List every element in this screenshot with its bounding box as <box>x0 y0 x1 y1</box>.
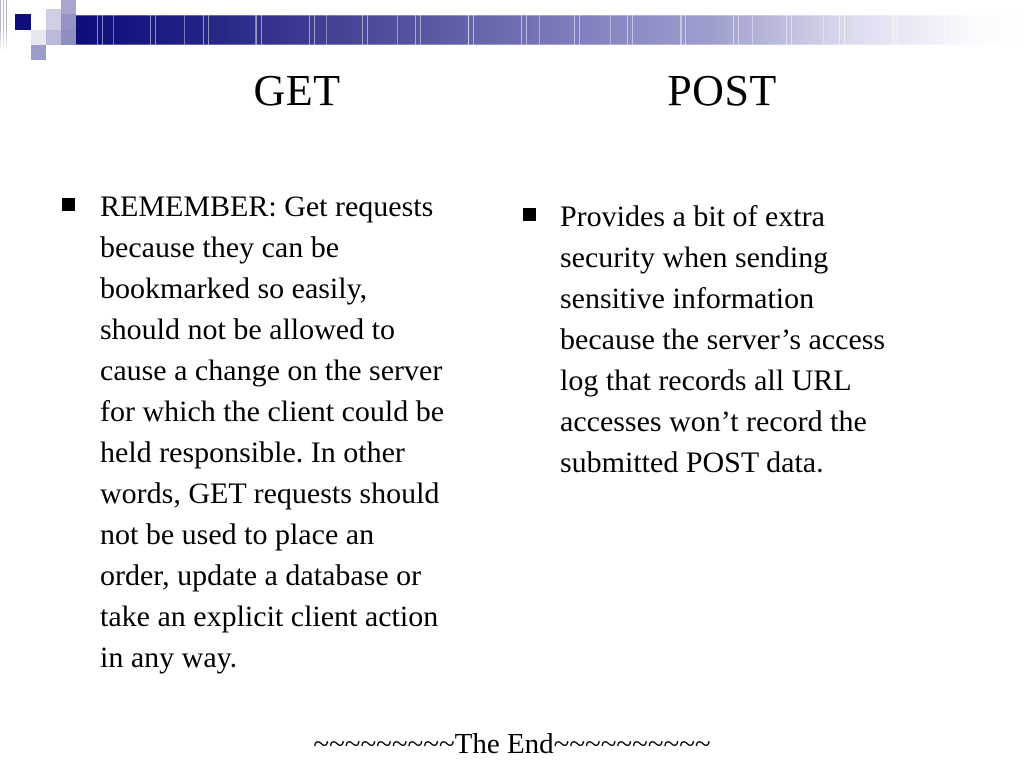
square-bullet-icon <box>523 208 536 221</box>
square-bullet-icon <box>62 198 75 211</box>
footer-the-end: ~~~~~~~~~The End~~~~~~~~~~ <box>313 728 711 760</box>
left-stripe-decoration <box>0 0 8 52</box>
get-column: REMEMBER: Get requests because they can … <box>62 186 507 678</box>
bullet-item: Provides a bit of extra security when se… <box>523 196 968 483</box>
post-bullet-text: Provides a bit of extra security when se… <box>560 200 886 479</box>
pixel-square-lavender <box>61 14 76 30</box>
pixel-square-lavender <box>61 0 76 14</box>
pixel-square-light <box>46 9 61 30</box>
get-bullet-text: REMEMBER: Get requests because they can … <box>100 190 445 674</box>
header-band-decoration <box>76 15 1024 45</box>
pixel-square-navy <box>15 14 31 30</box>
column-heading-post: POST <box>667 66 777 115</box>
post-column: Provides a bit of extra security when se… <box>523 196 968 483</box>
pixel-square-pale <box>31 30 46 45</box>
pixel-square-lavender <box>31 45 46 60</box>
bullet-item: REMEMBER: Get requests because they can … <box>62 186 507 678</box>
column-heading-get: GET <box>253 66 341 115</box>
pixel-square-lavender <box>46 30 61 45</box>
pixel-square-lavender <box>61 30 76 45</box>
